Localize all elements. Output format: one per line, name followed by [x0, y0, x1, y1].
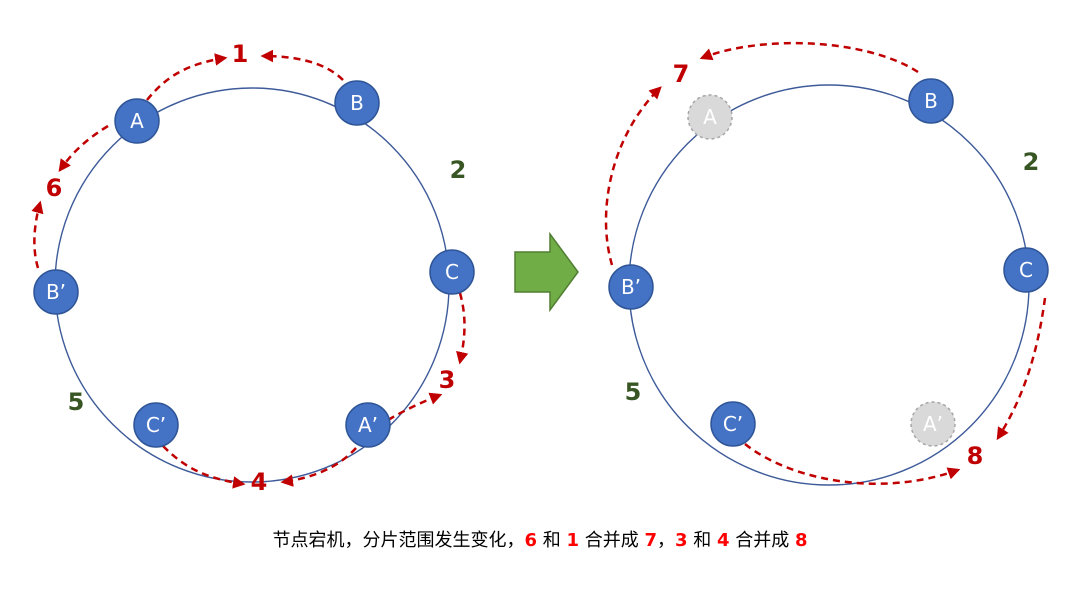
right-node-b-prime-label: B’ [621, 275, 641, 299]
left-node-b-prime: B’ [33, 269, 79, 315]
left-node-b-prime-label: B’ [46, 280, 66, 304]
right-node-c-label: C [1019, 258, 1033, 282]
right-arc-7-from-b [699, 41, 919, 74]
left-shard-label-1: 1 [232, 40, 249, 68]
right-shard-label-7: 7 [673, 60, 690, 88]
left-node-c-prime: C’ [133, 402, 179, 448]
right-node-c-prime-label: C’ [723, 412, 743, 436]
caption-number-4: 4 [716, 530, 730, 551]
left-arc-6-from-bprime [31, 200, 44, 269]
left-node-b-label: B [350, 91, 364, 115]
right-node-b-prime: B’ [608, 264, 654, 310]
right-node-c-prime: C’ [710, 401, 756, 447]
left-arc-6-from-a [58, 124, 109, 173]
right-shard-label-5: 5 [625, 378, 642, 406]
right-arc-8-from-c [996, 297, 1047, 441]
left-shard-label-2: 2 [450, 156, 467, 184]
right-shard-label-8: 8 [967, 442, 984, 470]
left-node-c: C [429, 249, 475, 295]
caption-number-1: 1 [566, 530, 580, 551]
left-node-c-prime-label: C’ [146, 413, 166, 437]
caption-merge-1: 合并成 [579, 530, 645, 551]
right-arc-8-from-cprime [744, 443, 961, 485]
right-ring-circle [628, 84, 1030, 486]
caption-merge-2: 合并成 [729, 530, 795, 551]
caption-number-6: 6 [524, 530, 538, 551]
left-arc-1-from-a [146, 53, 228, 101]
caption-number-7: 7 [644, 530, 657, 551]
left-node-a: A [114, 98, 160, 144]
caption-prefix: 节点宕机，分片范围发生变化， [272, 530, 525, 551]
right-node-a-label: A [703, 105, 717, 129]
right-node-a-prime-label: A’ [923, 412, 943, 436]
left-node-c-label: C [445, 260, 459, 284]
left-node-a-prime-label: A’ [358, 413, 378, 437]
caption-separator: ， [657, 530, 675, 551]
right-arc-7-from-bprime [604, 86, 662, 266]
caption-number-3: 3 [675, 530, 688, 551]
left-hash-ring: 1 2 3 4 5 6 A B C A’ C’ B’ [31, 40, 475, 496]
caption-and-1: 和 [537, 530, 567, 551]
right-node-b: B [908, 78, 954, 124]
left-arc-4-from-aprime [280, 447, 357, 487]
left-shard-label-4: 4 [251, 468, 268, 496]
left-shard-label-5: 5 [68, 388, 85, 416]
right-node-c: C [1003, 247, 1049, 293]
left-node-a-label: A [130, 109, 144, 133]
left-shard-label-6: 6 [46, 174, 63, 202]
right-node-b-label: B [924, 89, 938, 113]
right-node-a-prime-down: A’ [910, 401, 956, 447]
left-shard-label-3: 3 [439, 366, 456, 394]
left-node-a-prime: A’ [345, 402, 391, 448]
left-arc-1-from-b [260, 49, 344, 81]
right-node-a-down: A [687, 94, 733, 140]
diagram-caption: 节点宕机，分片范围发生变化，6 和 1 合并成 7，3 和 4 合并成 8 [0, 526, 1080, 552]
left-node-b: B [334, 80, 380, 126]
right-shard-label-2: 2 [1023, 148, 1040, 176]
left-arc-3-from-aprime [387, 392, 443, 422]
caption-and-2: 和 [687, 530, 717, 551]
caption-number-8: 8 [794, 530, 808, 551]
left-arc-3-from-c [456, 292, 469, 365]
transition-arrow-icon [514, 231, 579, 313]
right-hash-ring: 7 2 8 5 A B C A’ C’ B’ [604, 41, 1049, 486]
left-arc-4-from-cprime [162, 445, 246, 489]
